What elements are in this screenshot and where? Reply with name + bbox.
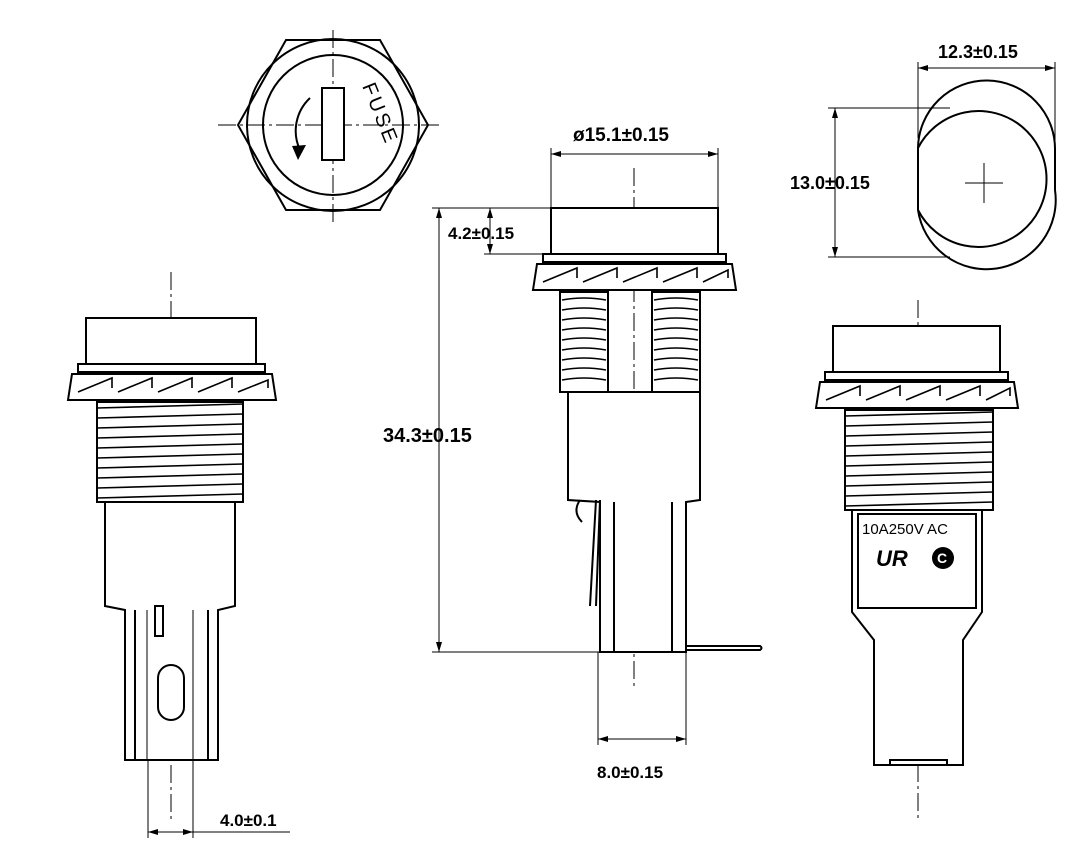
right-side-view: 10A250V AC UR C — [814, 300, 1020, 822]
center-side-view: ø15.1±0.15 4.2±0.15 34.3±0.15 8.0±0.15 — [383, 125, 763, 782]
arrow-icon — [292, 145, 306, 160]
dim-diameter: ø15.1±0.15 — [573, 125, 669, 146]
dim-flat-width: 12.3±0.15 — [938, 42, 1018, 62]
cert-mark-c: C — [937, 550, 947, 566]
flat-view: 12.3±0.15 13.0±0.15 — [790, 42, 1057, 271]
dim-flat-height: 13.0±0.15 — [790, 173, 870, 193]
top-view: FUSE — [218, 30, 442, 225]
dim-cap-height: 4.2±0.15 — [448, 224, 514, 243]
left-side-view: 4.0±0.1 — [66, 272, 290, 838]
cap-text: FUSE — [357, 80, 402, 149]
rating-label: 10A250V AC — [862, 521, 948, 538]
cert-mark-ur: UR — [876, 546, 908, 571]
dim-bottom-width: 8.0±0.15 — [597, 763, 663, 782]
cert-mark-c-icon — [932, 547, 954, 569]
dim-terminal-width: 4.0±0.1 — [220, 811, 277, 830]
dim-total-length: 34.3±0.15 — [383, 425, 472, 447]
